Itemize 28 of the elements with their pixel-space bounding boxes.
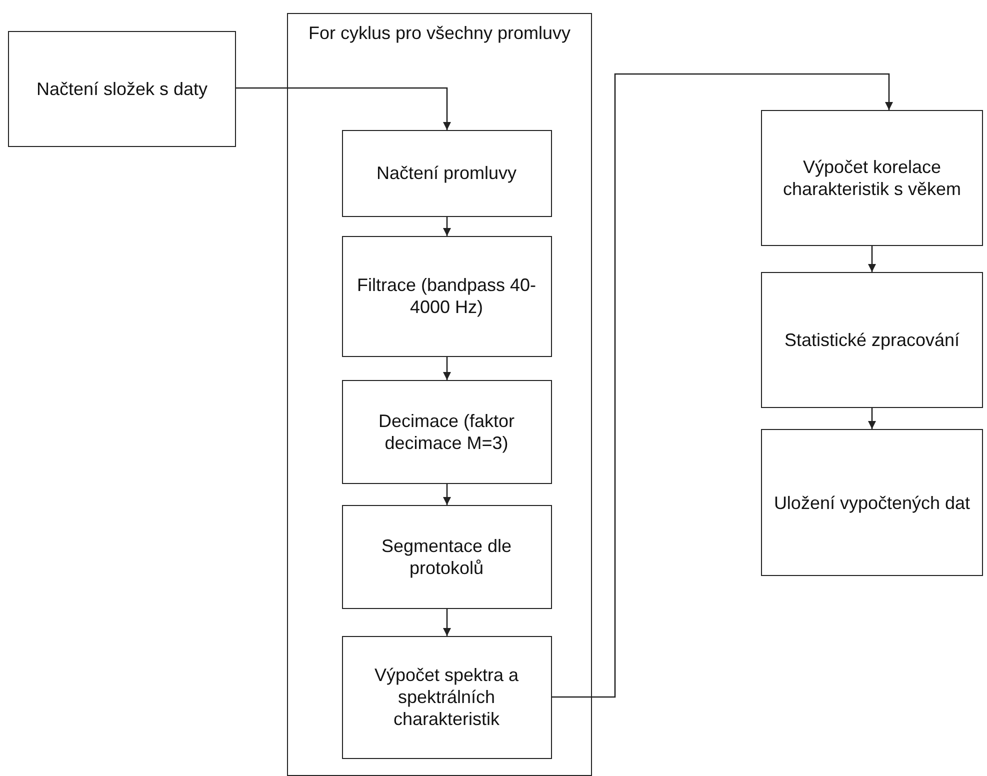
- process-box: [761, 429, 983, 576]
- process-box: [342, 636, 552, 758]
- step-label: Statistické zpracování: [784, 329, 960, 351]
- arrow: [443, 217, 451, 236]
- step-label: Výpočet korelace charakteristik s věkem: [782, 156, 962, 200]
- step-label: Uložení vypočtených dat: [774, 492, 970, 514]
- arrow: [443, 357, 451, 380]
- step-label: Načtení složek s daty: [36, 78, 208, 100]
- arrow: [552, 73, 893, 698]
- arrow: [868, 408, 876, 429]
- arrow: [443, 484, 451, 505]
- arrow: [868, 246, 876, 272]
- step-label: Segmentace dle protokolů: [380, 534, 513, 578]
- step-label: Filtrace (bandpass 40-4000 Hz): [356, 274, 538, 318]
- process-box: [761, 110, 983, 246]
- step-label: Výpočet spektra a spektrálních charakteristik: [373, 664, 520, 730]
- loop-title: For cyklus pro všechny promluvy: [308, 22, 571, 44]
- process-box: [342, 236, 552, 356]
- step-label: Načtení promluvy: [376, 162, 517, 184]
- step-label: Decimace (faktor decimace M=3): [377, 410, 516, 454]
- loop-frame: [287, 13, 592, 776]
- process-box: [342, 504, 552, 608]
- arrow: [236, 87, 451, 130]
- process-box: [342, 130, 552, 216]
- arrow: [443, 609, 451, 636]
- process-box: [342, 380, 552, 484]
- process-box: [8, 31, 236, 147]
- process-box: [761, 272, 983, 408]
